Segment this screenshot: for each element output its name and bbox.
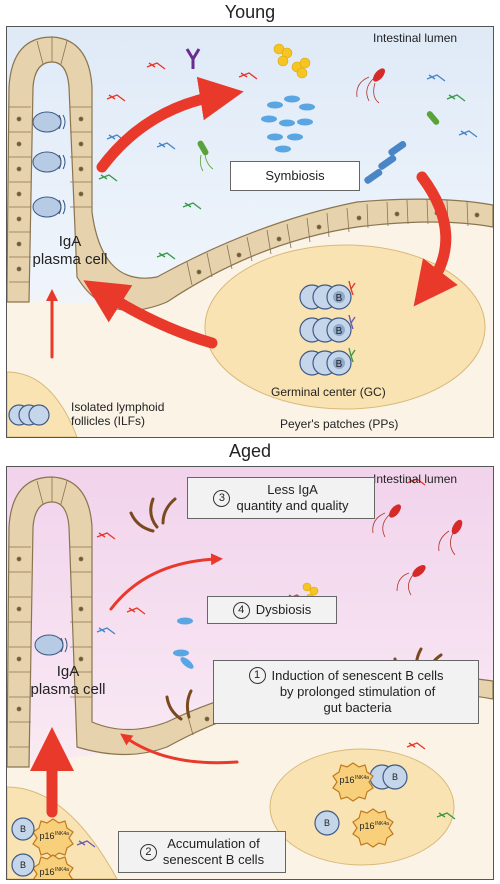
ilf-line1: Isolated lymphoid (71, 400, 165, 414)
red-arrows-aged (30, 553, 239, 818)
ilf-cells (8, 404, 50, 426)
gc-label: Germinal center (GC) (271, 385, 386, 399)
ink4a-label: INK4a (55, 831, 69, 837)
step4-box: 4 Dysbiosis (207, 596, 337, 624)
step3-number: 3 (213, 489, 231, 507)
plasma-cell-line2: plasma cell (32, 251, 108, 268)
step1-line2: by prolonged stimulation of (279, 684, 436, 699)
aged-plasma-cell-line1: IgA (56, 663, 80, 680)
aged-gc-b-cells (314, 764, 408, 836)
step2-box: 2 Accumulation of senescent B cells (118, 831, 286, 873)
ilf-label: Isolated lymphoid follicles (ILFs) (71, 400, 164, 428)
gc-b-label: B (336, 293, 343, 304)
aged-b-label: B (392, 772, 398, 782)
step2-line2: senescent B cells (162, 852, 265, 867)
young-title: Young (224, 2, 276, 22)
gc-b-label: B (336, 359, 343, 370)
step1-line3: gut bacteria (323, 700, 392, 715)
step1-number: 1 (248, 667, 266, 684)
step4-text: Dysbiosis (255, 602, 312, 617)
gc-b-label: B (336, 326, 343, 337)
lumen-antibodies-young (98, 62, 478, 260)
young-lumen-label: Intestinal lumen (373, 31, 458, 45)
aged-plasma-cell-line2: plasma cell (30, 681, 106, 698)
aged-b-label: B (324, 818, 330, 828)
step4-number: 4 (232, 601, 250, 619)
aged-plasma-cell (34, 634, 64, 656)
aged-panel: B B B B p16 p16 p16 p16 INK4a INK4a INK4… (6, 466, 494, 880)
young-diagram: B B B (7, 27, 493, 437)
gc-b-cells (299, 284, 352, 376)
p16-label: p16 (339, 775, 354, 785)
step1-line1: Induction of senescent B cells (271, 668, 444, 683)
step3-line2: quantity and quality (236, 498, 349, 513)
ilf-line2: follicles (ILFs) (71, 414, 146, 428)
step3-line1: Less IgA (267, 482, 318, 497)
young-plasma-cell-label: IgA plasma cell (25, 233, 115, 269)
aged-ilf-b-cells (11, 817, 35, 877)
red-arrows-young (46, 76, 458, 359)
p16-label: p16 (359, 821, 374, 831)
plasma-cell-line1: IgA (58, 233, 82, 250)
senescent-cells (32, 762, 394, 879)
ink4a-label: INK4a (55, 867, 69, 873)
villus-young (7, 36, 493, 311)
p16-label: p16 (39, 831, 54, 841)
aged-b-label: B (20, 860, 26, 870)
ink4a-label: INK4a (375, 821, 389, 827)
aged-b-label: B (20, 824, 26, 834)
step3-box: 3 Less IgA quantity and quality (187, 477, 375, 519)
ink4a-label: INK4a (355, 775, 369, 781)
p16-label: p16 (39, 867, 54, 877)
symbiosis-text: Symbiosis (265, 168, 325, 183)
aged-lumen-label: Intestinal lumen (373, 472, 458, 486)
aged-plasma-cell-label: IgA plasma cell (23, 663, 113, 699)
lumen-bacteria-young (185, 43, 440, 184)
aged-title: Aged (228, 441, 272, 461)
lumen-bacteria-aged (129, 497, 463, 721)
step1-box: 1 Induction of senescent B cells by prol… (213, 660, 479, 724)
pp-label: Peyer's patches (PPs) (280, 417, 399, 431)
plasma-cells-young (32, 111, 62, 218)
young-panel: B B B (6, 26, 494, 438)
step2-number: 2 (139, 843, 157, 861)
symbiosis-box: Symbiosis (230, 161, 360, 191)
aged-gc-follicle (269, 748, 455, 866)
step2-line1: Accumulation of (167, 836, 260, 851)
